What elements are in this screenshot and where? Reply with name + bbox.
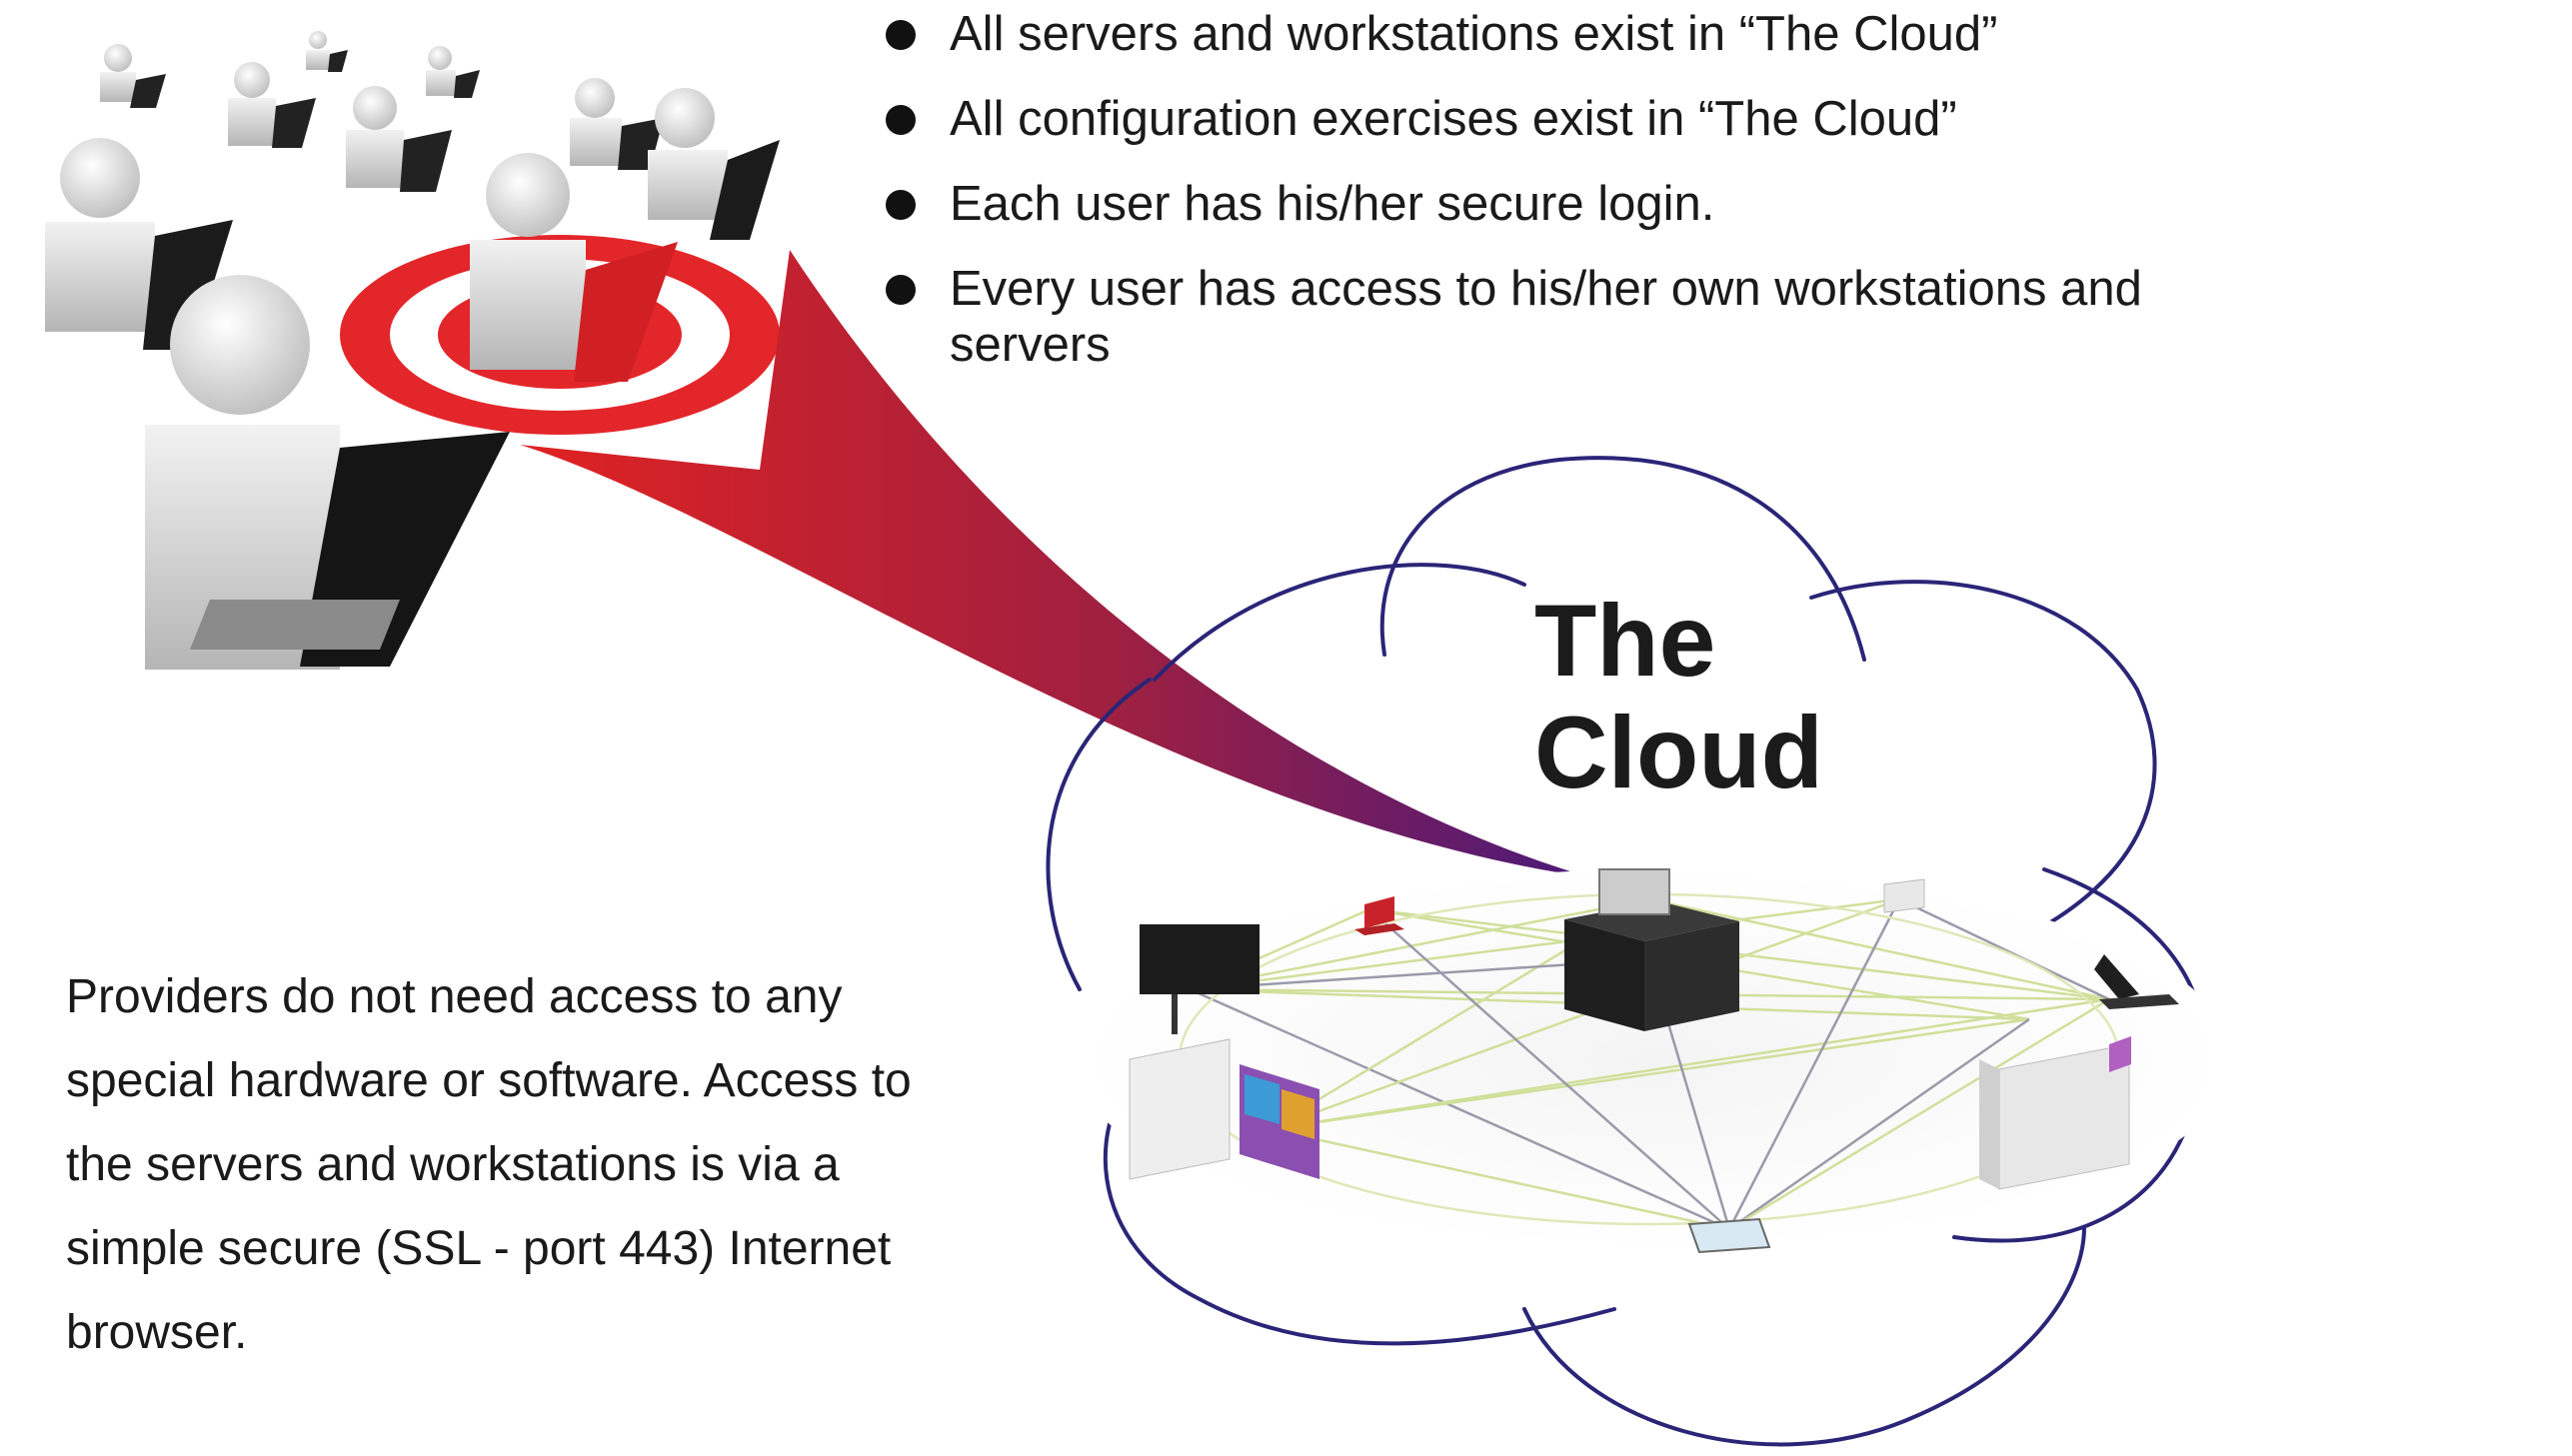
- arrow-icon: [520, 250, 1589, 877]
- bullet-item: Each user has his/her secure login.: [880, 176, 2299, 233]
- provider-description: Providers do not need access to any spec…: [66, 970, 912, 1359]
- workstation-icon: [1979, 1043, 2130, 1190]
- cloud-title-line: Cloud: [1534, 696, 1823, 809]
- user-figure-icon: [426, 46, 480, 98]
- user-figure-icon: [648, 88, 780, 240]
- laptop-icon: [1354, 896, 1404, 935]
- bullet-dot: [886, 190, 916, 220]
- bullet-dot: [886, 20, 916, 50]
- server-icon: [1564, 868, 1739, 1031]
- laptop-icon: [2094, 954, 2179, 1009]
- display-icon: [1240, 1064, 1319, 1179]
- cloud-outline: [1046, 456, 2207, 1447]
- bullet-item: All configuration exercises exist in “Th…: [880, 91, 2299, 148]
- bullet-dot: [886, 275, 916, 305]
- network-diagram: [1075, 868, 2234, 1254]
- bullet-dot: [886, 105, 916, 135]
- highlighted-user-icon: [470, 153, 678, 382]
- bullet-text: All configuration exercises exist in “Th…: [950, 92, 1957, 146]
- user-figure-icon: [45, 138, 233, 350]
- tablet-icon: [1687, 1217, 1771, 1254]
- device-icon: [2109, 1036, 2131, 1072]
- cloud-title-line: The: [1534, 584, 1716, 698]
- cloud-title: The Cloud: [1534, 585, 1823, 808]
- user-figure-icon: [346, 86, 452, 192]
- bullet-item: Every user has access to his/her own wor…: [880, 261, 2299, 373]
- user-figure-icon: [570, 78, 664, 170]
- foreground-user-icon: [145, 275, 510, 670]
- user-figure-icon: [228, 62, 316, 148]
- users-group-icon: [45, 31, 780, 670]
- bullet-list: All servers and workstations exist in “T…: [880, 6, 2299, 401]
- user-figure-icon: [100, 44, 166, 108]
- user-figure-icon: [306, 31, 348, 72]
- bullet-item: All servers and workstations exist in “T…: [880, 6, 2299, 63]
- bullet-text: Each user has his/her secure login.: [950, 177, 1715, 231]
- bullet-text: All servers and workstations exist in “T…: [950, 7, 1998, 61]
- workstation-icon: [1129, 924, 1260, 1180]
- monitor-icon: [1883, 878, 1925, 913]
- bullet-text: Every user has access to his/her own wor…: [950, 262, 2142, 372]
